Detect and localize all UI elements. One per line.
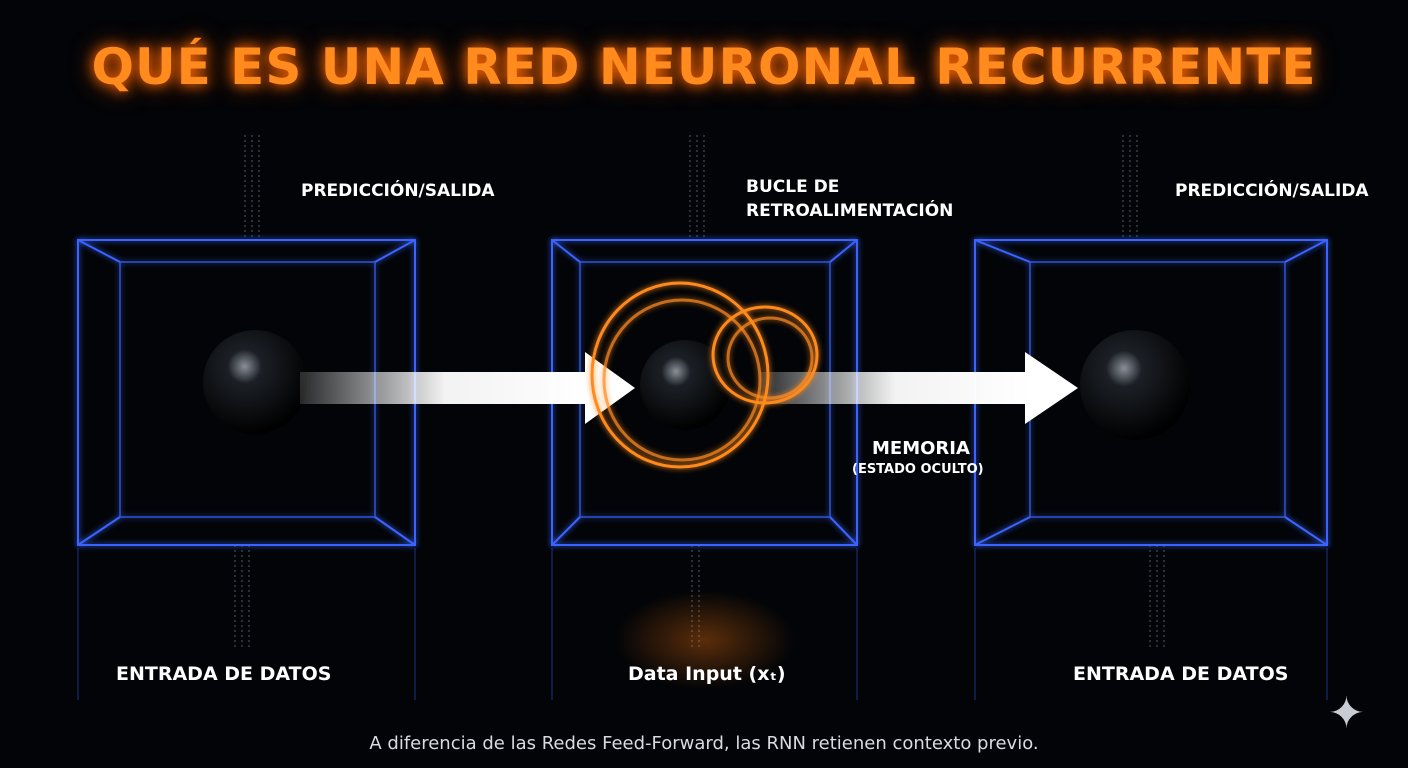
orange-reflection bbox=[615, 590, 795, 690]
page-title: QUÉ ES UNA RED NEURONAL RECURRENTE bbox=[91, 38, 1317, 96]
reflections bbox=[77, 548, 1328, 700]
feedback-loop-rings bbox=[590, 281, 819, 469]
neuron-sphere-left bbox=[203, 330, 307, 434]
arrow-center-to-right bbox=[760, 352, 1078, 424]
label-output-left: PREDICCIÓN/SALIDA bbox=[301, 181, 495, 201]
label-hidden-state: (ESTADO OCULTO) bbox=[852, 462, 984, 477]
label-memory: MEMORIA bbox=[872, 438, 970, 459]
label-input-right: ENTRADA DE DATOS bbox=[1073, 663, 1289, 685]
label-output-right: PREDICCIÓN/SALIDA bbox=[1175, 181, 1369, 201]
arrow-left-to-center bbox=[300, 352, 635, 424]
sparkle-icon: ✦ bbox=[1328, 688, 1365, 739]
label-feedback-loop-2: RETROALIMENTACIÓN bbox=[746, 201, 954, 221]
neuron-sphere-center bbox=[640, 340, 730, 430]
label-input-left: ENTRADA DE DATOS bbox=[116, 663, 332, 685]
neuron-sphere-right bbox=[1080, 330, 1190, 440]
caption: A diferencia de las Redes Feed-Forward, … bbox=[369, 733, 1039, 754]
label-input-center: Data Input (xₜ) bbox=[628, 663, 786, 685]
label-feedback-loop-1: BUCLE DE bbox=[746, 177, 840, 197]
